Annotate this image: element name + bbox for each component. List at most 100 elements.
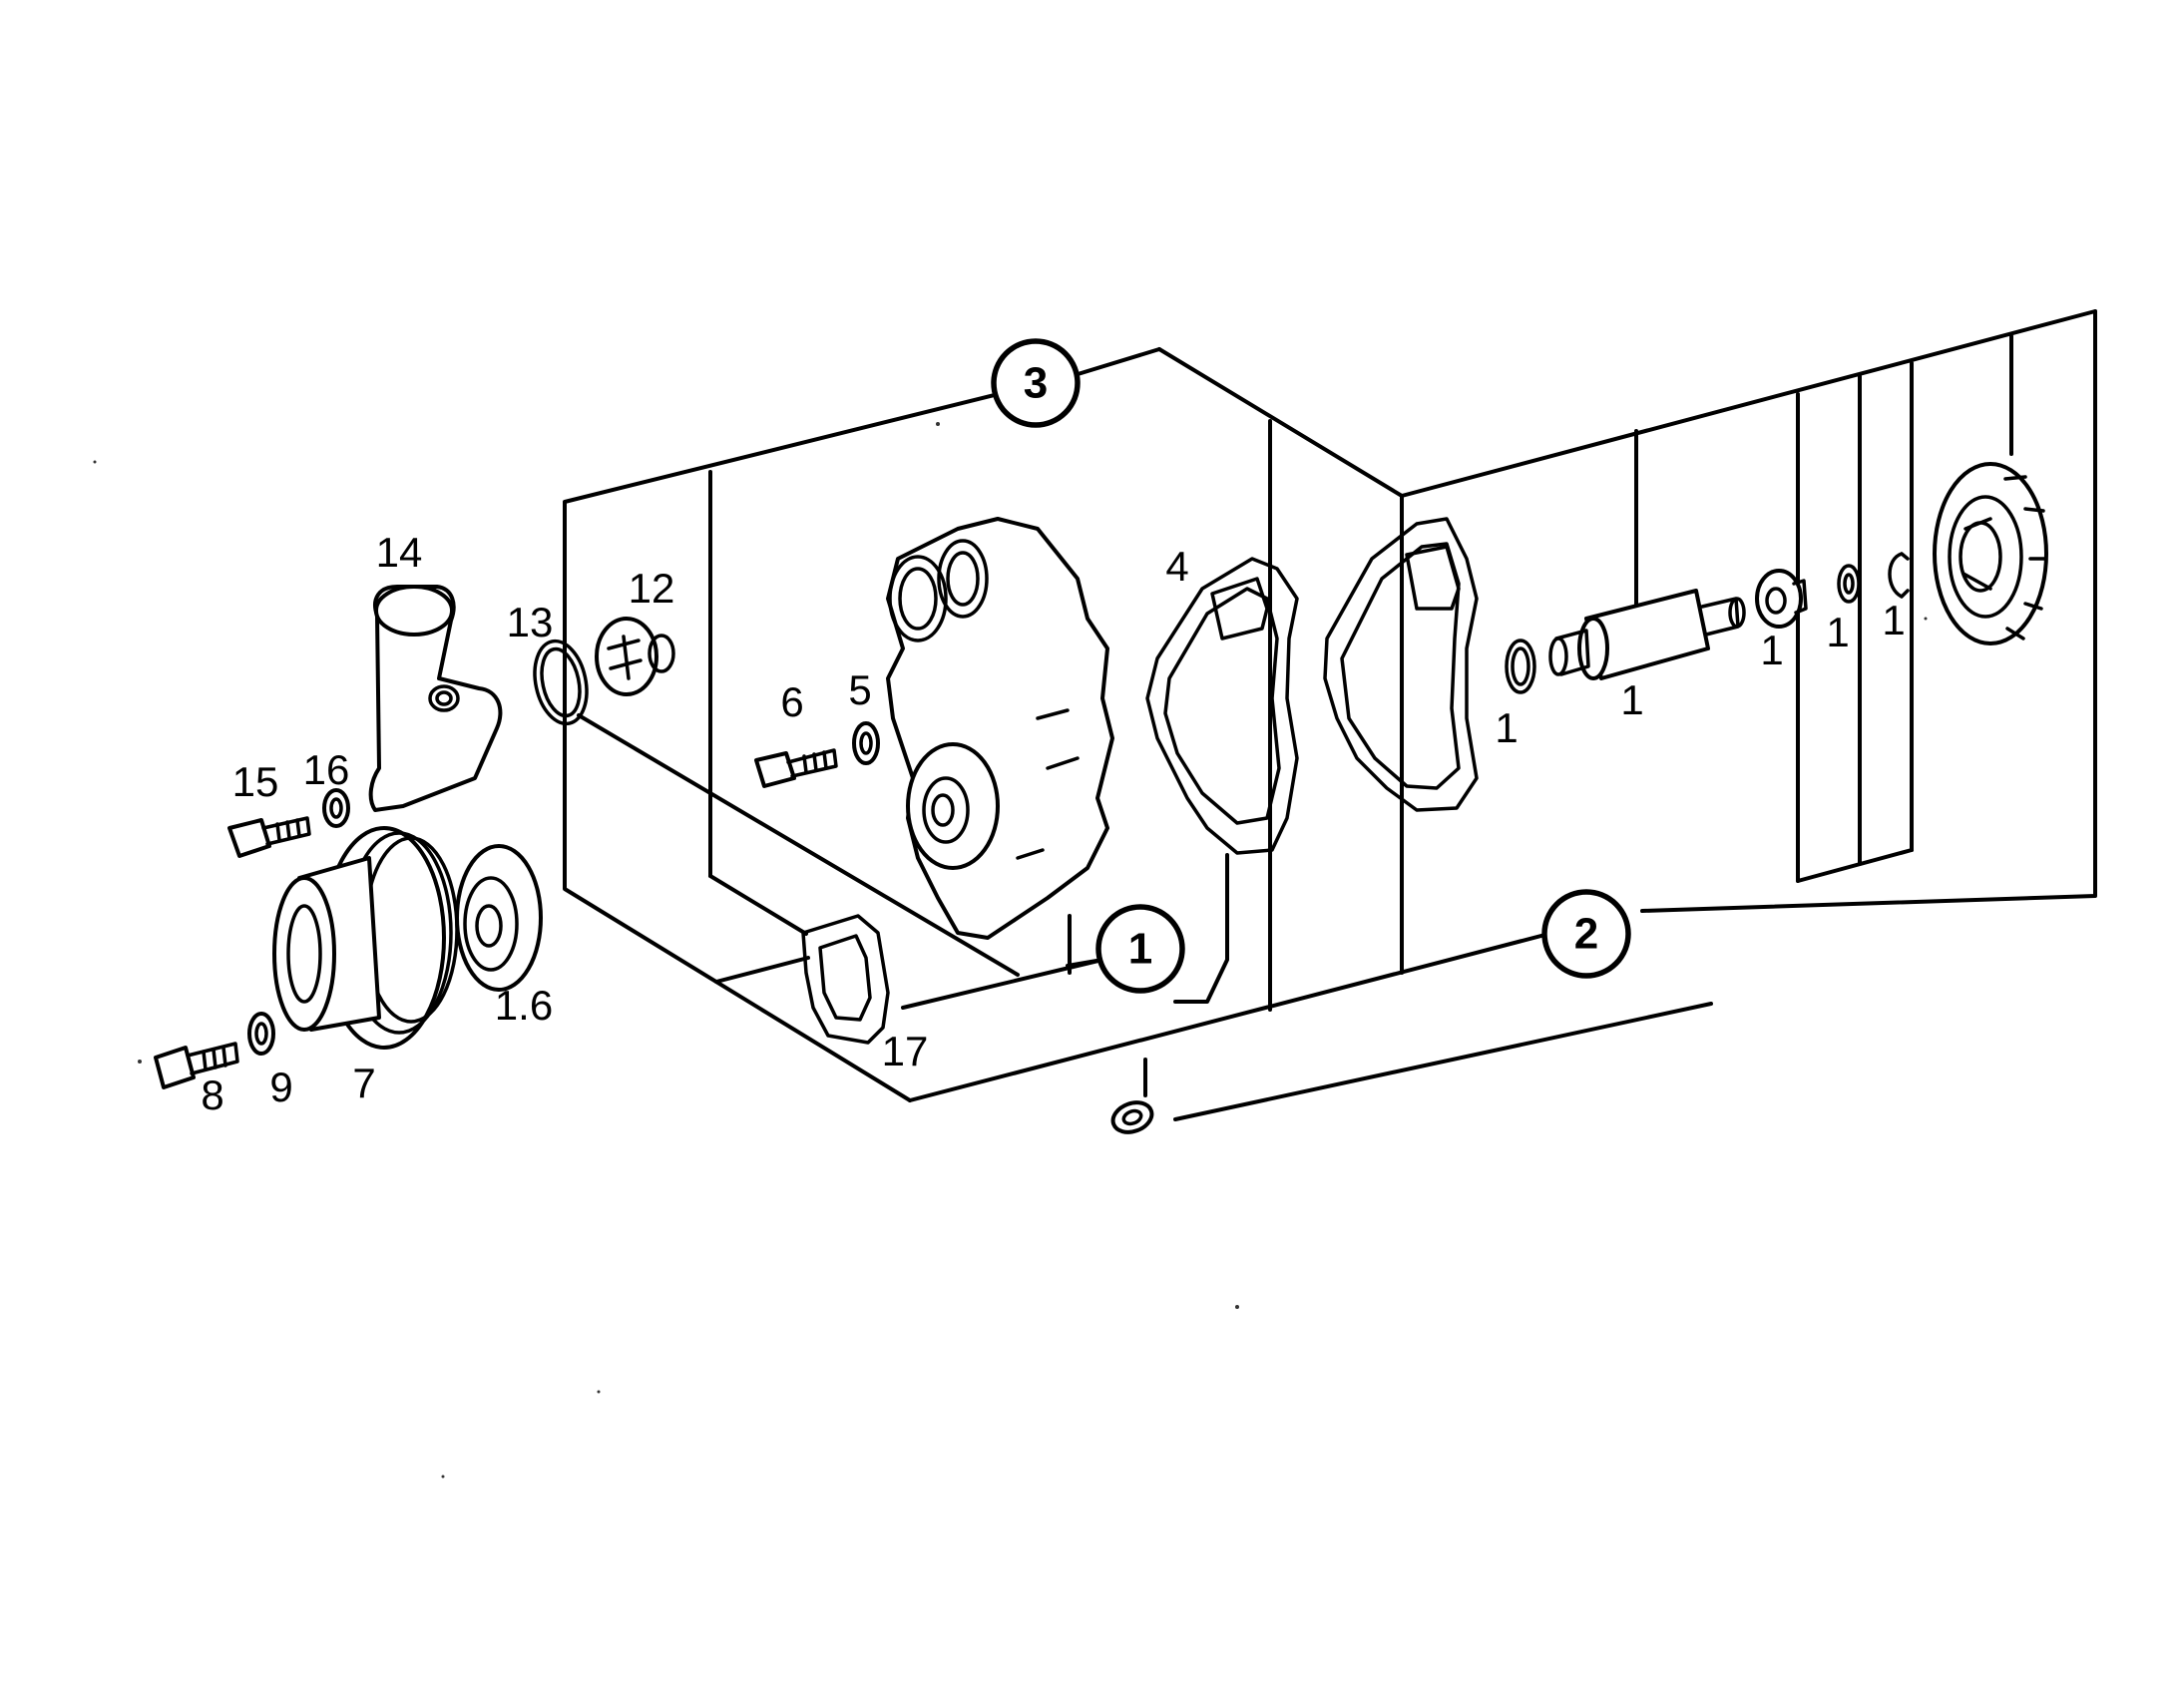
- pulley-1-6-inner: [463, 876, 519, 972]
- callout-2-label: 2: [1574, 910, 1598, 959]
- bolt-6-thread: [802, 750, 828, 774]
- washer-small-inner: [1843, 573, 1855, 595]
- callout-2-circle: [1541, 889, 1631, 979]
- pump-housing-port-right-inner: [946, 551, 980, 607]
- pump-housing-port-right: [937, 539, 989, 619]
- bolt-6-head: [754, 751, 796, 788]
- scan-specks: [93, 422, 1928, 1479]
- label-1-shaft: 1: [1620, 676, 1643, 723]
- pump-housing-port-left-inner: [898, 567, 938, 631]
- bracket-3-top-right: [1073, 347, 1161, 377]
- outlet-elbow-mouth: [374, 585, 454, 637]
- drain-washer-part: [1110, 1100, 1154, 1134]
- bolt-8-part: [154, 1042, 239, 1089]
- o-ring-inner: [540, 646, 582, 718]
- bearing-shaft-stub-right: [1700, 597, 1740, 637]
- pump-housing-port-left: [888, 555, 948, 642]
- clip-part: [1888, 552, 1910, 599]
- leader-2-join: [1796, 848, 1914, 883]
- label-5: 5: [848, 666, 871, 713]
- callout-3-circle: [991, 338, 1081, 428]
- snap-ring-outer: [1505, 639, 1536, 694]
- seal-body: [1755, 569, 1803, 629]
- pulley-7-part: [272, 826, 459, 1050]
- gasket-plate-inner: [1340, 542, 1461, 790]
- part-labels: 14 13 12 15 16 6 5 4 1 1 1 1 1 1.6 7 8 9…: [201, 529, 1905, 1118]
- leader-gasket-17: [708, 874, 808, 936]
- washer-5-inner: [859, 731, 873, 755]
- gasket-17-part: [801, 914, 890, 1045]
- pump-housing-hub-inner: [922, 776, 970, 844]
- callout-3: 3: [991, 338, 1081, 428]
- leader-1-gasket: [1173, 853, 1229, 1004]
- bolt-8-thread: [202, 1046, 227, 1071]
- bolt-8-head: [154, 1046, 196, 1089]
- assembly-bracket-lines: [563, 309, 2097, 1121]
- seal-part: [1755, 569, 1808, 629]
- bracket-1-housing: [1066, 958, 1104, 968]
- thermostat-detail: [607, 635, 643, 680]
- label-17: 17: [882, 1028, 929, 1074]
- bolt-6-part: [754, 748, 838, 788]
- gasket-4-outer: [1145, 557, 1299, 855]
- washer-16-outer: [322, 788, 350, 828]
- label-9: 9: [269, 1064, 292, 1110]
- bolt-15-head: [227, 818, 271, 858]
- impeller-vanes: [1961, 475, 2047, 640]
- label-15: 15: [232, 758, 279, 805]
- washer-5-part: [852, 721, 880, 765]
- callout-1-circle: [1095, 904, 1185, 994]
- washer-9-part: [247, 1012, 275, 1056]
- washer-small-part: [1837, 564, 1861, 604]
- pump-housing-part: [886, 517, 1114, 940]
- snap-ring-part: [1505, 639, 1536, 694]
- bracket-2-bottom: [908, 930, 1558, 1102]
- gasket-4-inner: [1163, 587, 1281, 825]
- impeller-part: [1933, 462, 2048, 645]
- seal-inner: [1765, 587, 1787, 615]
- snap-ring-inner: [1511, 646, 1530, 686]
- washer-9-inner: [254, 1022, 268, 1046]
- label-12: 12: [629, 565, 675, 612]
- bolt-6-shank: [786, 748, 838, 778]
- bearing-shaft-stub-left-end: [1548, 637, 1568, 676]
- drain-washer-inner: [1121, 1108, 1143, 1126]
- pump-housing-body: [886, 517, 1114, 940]
- leader-washer-line: [1173, 1002, 1713, 1121]
- pump-housing-hub-bore: [931, 793, 955, 827]
- bracket-3-right-drop: [1157, 347, 1404, 975]
- thermostat-part: [595, 617, 675, 696]
- clip-body: [1888, 552, 1910, 599]
- leader-seal-diagonal: [577, 713, 1020, 977]
- thermostat-flange: [648, 634, 675, 673]
- pulley-1-6-part: [455, 844, 543, 992]
- impeller-ring: [1948, 495, 2023, 619]
- label-13: 13: [507, 599, 554, 645]
- gasket-plate-window: [1405, 545, 1461, 611]
- label-8: 8: [201, 1071, 223, 1118]
- callout-2: 2: [1541, 889, 1631, 979]
- bracket-2-top: [1400, 309, 2097, 498]
- label-1-6: 1.6: [495, 982, 553, 1029]
- o-ring-part: [533, 639, 589, 726]
- gasket-plate-outer: [1323, 517, 1479, 812]
- outlet-elbow-hole-inner: [435, 690, 453, 706]
- callout-3-label: 3: [1024, 359, 1048, 408]
- gasket-plate-part: [1323, 517, 1479, 812]
- pump-housing-ribs: [1016, 708, 1080, 860]
- gasket-17-inner: [818, 934, 872, 1022]
- pulley-7-hub-front: [272, 876, 336, 1032]
- label-7: 7: [352, 1060, 375, 1106]
- outlet-elbow-part: [368, 585, 503, 812]
- label-16: 16: [303, 746, 350, 793]
- outlet-elbow-hole: [428, 684, 460, 712]
- label-4: 4: [1165, 543, 1188, 590]
- gasket-4-window: [1210, 577, 1269, 640]
- drain-washer-outer: [1110, 1100, 1154, 1134]
- bearing-shaft-part: [1548, 589, 1746, 680]
- gasket-4-part: [1145, 557, 1299, 855]
- callout-1: 1: [1095, 904, 1185, 994]
- seal-flange: [1792, 579, 1808, 615]
- callout-1-label: 1: [1128, 925, 1152, 974]
- gasket-17-outer: [801, 914, 890, 1045]
